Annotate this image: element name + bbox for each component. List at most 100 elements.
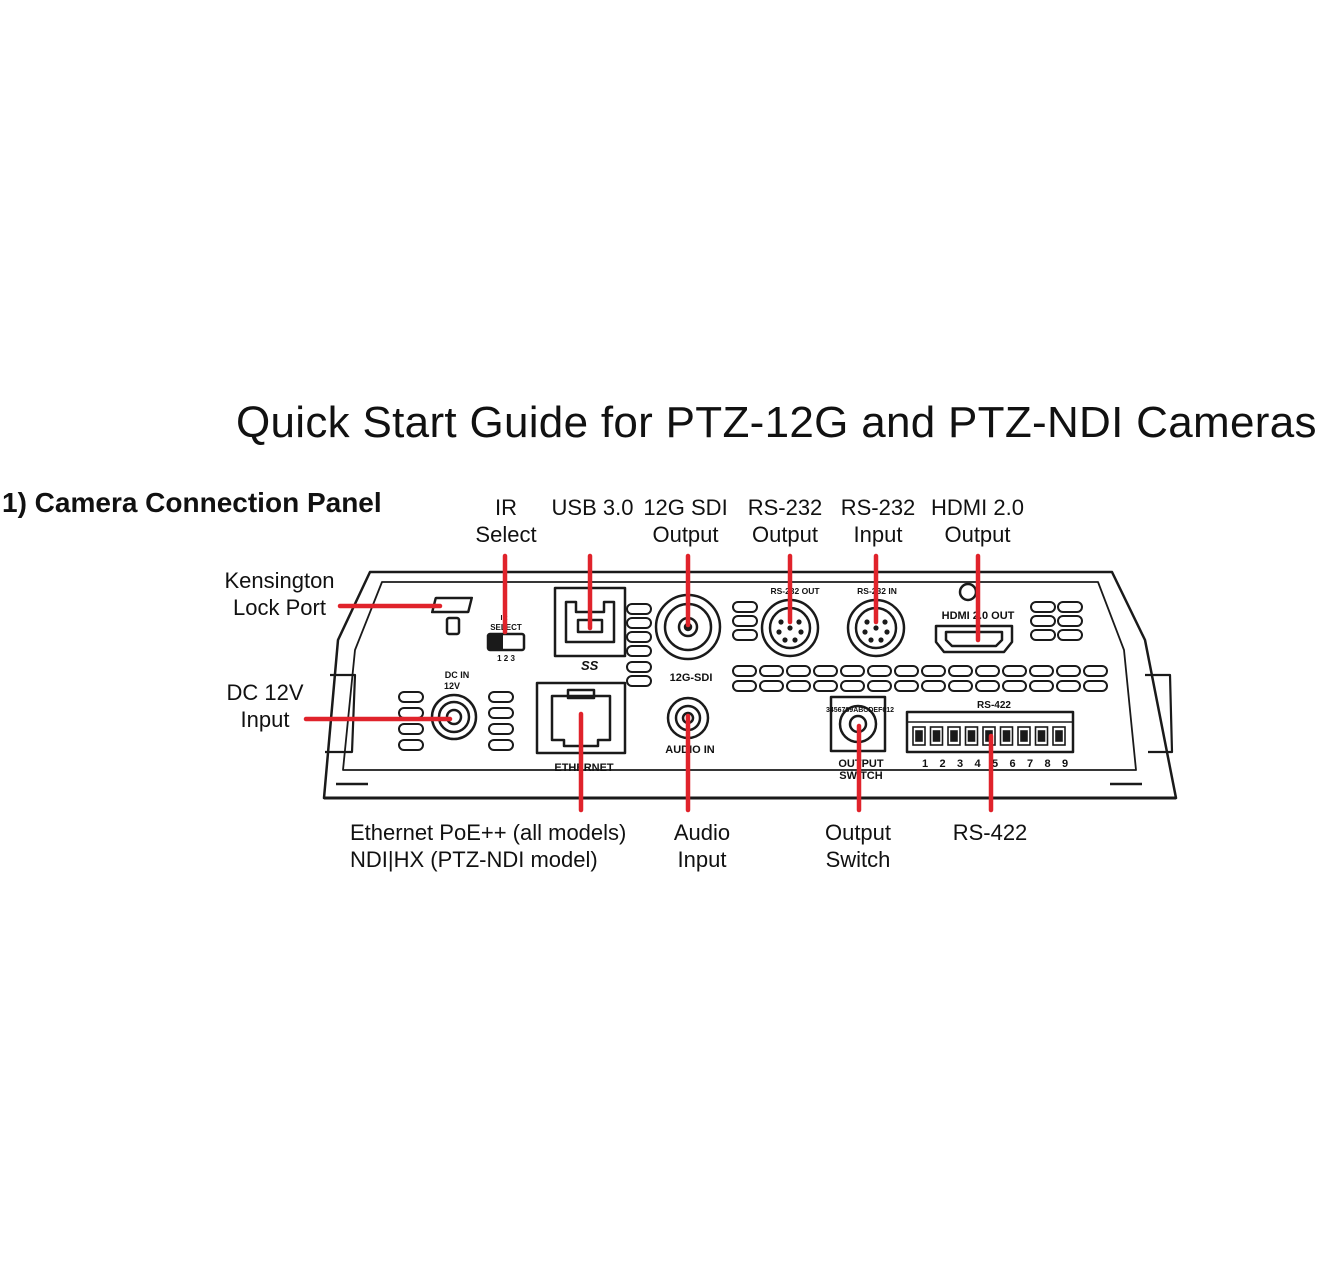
vent-slot [732,615,758,627]
vent-slot [398,707,424,719]
vent-slot [398,739,424,751]
vent-slot [1083,665,1108,677]
panel-ir-positions: 1 2 3 [497,654,515,663]
vent-slot [488,707,514,719]
mini-din-pin [782,637,788,643]
panel-ethernet-label: ETHERNET [554,762,614,774]
rs422-pin-cell [1017,726,1031,746]
mini-din-pin [798,629,804,635]
mini-din-pin [792,637,798,643]
vent-slot [948,665,973,677]
callout-usb: USB 3.0 [551,495,634,520]
rs422-pin-number: 8 [1044,758,1050,770]
vent-slot [398,691,424,703]
right-side-band [1145,673,1174,754]
panel-sdi-label: 12G-SDI [670,672,713,684]
vent-slot [626,603,652,615]
vent-slot [840,680,865,692]
vent-slot [1057,615,1083,627]
rs422-pin-cell [1034,726,1049,746]
callout-ethernet: Ethernet PoE++ (all models) NDI|HX (PTZ-… [350,820,627,872]
vent-slot [921,680,946,692]
vent-slot [1030,629,1056,641]
mini-din-pins [776,619,890,643]
vent-slot [786,680,811,692]
callout-output-switch: Output Switch [824,820,892,872]
mini-din-pin [778,619,784,625]
panel-face-outline [342,581,1137,771]
vent-slot [398,723,424,735]
vent-slot [813,680,838,692]
vent-slot [813,665,838,677]
mini-din-pin [864,619,870,625]
hdmi-screw [958,582,978,602]
vent-slot [626,661,652,673]
vent-slot [732,629,758,641]
vent-slot [732,665,757,677]
rs422-pin-contact [915,730,923,742]
mini-din-pin [868,637,874,643]
rs422-pin-contact [1055,730,1063,742]
callout-hdmi-output: HDMI 2.0 Output [931,495,1024,547]
rs422-pin-cell [1052,726,1066,746]
vent-slot [1029,665,1054,677]
mini-din-pin [787,625,793,631]
rs422-pin-number: 5 [992,758,998,770]
rs422-pin-contact [1020,730,1028,742]
rs422-pin-contact [967,730,976,742]
vent-slot [1057,629,1083,641]
vent-slot [488,723,514,735]
usb-3-port [564,600,616,644]
callout-rs232-input: RS-232 Input [840,495,916,547]
vent-slot [1056,680,1081,692]
mini-din-pin [873,625,879,631]
vent-slot [626,631,652,643]
vent-slot [840,665,865,677]
kensington-icon [445,616,461,636]
rs422-pin-number: 3 [957,758,963,770]
callout-rs232-output: RS-232 Output [747,495,823,547]
mini-din-pin [878,637,884,643]
rs422-pin-number: 7 [1027,758,1033,770]
vent-slot [921,665,946,677]
callout-rs422: RS-422 [952,820,1028,845]
vent-slot [867,680,892,692]
panel-rs422-label: RS-422 [977,700,1011,711]
callout-ir-select: IR Select [475,495,537,547]
panel-rs232-out-label: RS-232 OUT [770,586,820,596]
vent-slot [1056,665,1081,677]
vent-slot [1083,680,1108,692]
mini-din-pin [796,619,802,625]
vent-slot [1002,680,1027,692]
vent-slot [626,617,652,629]
vent-slot [975,680,1000,692]
rs422-pin-contact [932,730,941,742]
vent-slot [867,665,892,677]
mini-din-pin [882,619,888,625]
rs422-pin-contact [1002,730,1011,742]
vent-slot [786,665,811,677]
leader-lines [303,553,994,813]
rs422-pin-cell [929,726,944,746]
ethernet-rj45 [550,694,612,748]
rotary-digits: 3456789ABCDEF012 [826,707,894,714]
rs422-pin-number: 4 [974,758,981,770]
callout-12g-sdi: 12G SDI Output [643,495,728,547]
connection-panel-diagram: IR SELECT 1 2 3 SS 12G-SDI RS-232 OUT RS… [303,553,1178,813]
rs422-pin-cell [912,726,926,746]
vent-slot [732,680,757,692]
usb-ss-logo: SS [581,658,599,673]
panel-dc-voltage-label: 12V [444,681,460,691]
vent-slot [975,665,1000,677]
rs422-pin-cell [947,726,961,746]
vent-slot [1057,601,1083,613]
callout-dc-input: DC 12V Input [226,680,304,732]
vent-slot [488,739,514,751]
rs422-pin-cell [964,726,979,746]
rs422-pin-number: 2 [939,758,945,770]
mini-din-pin [776,629,782,635]
vent-slot [1030,615,1056,627]
vent-slot [626,645,652,657]
callout-kensington: Kensington Lock Port [224,568,335,620]
